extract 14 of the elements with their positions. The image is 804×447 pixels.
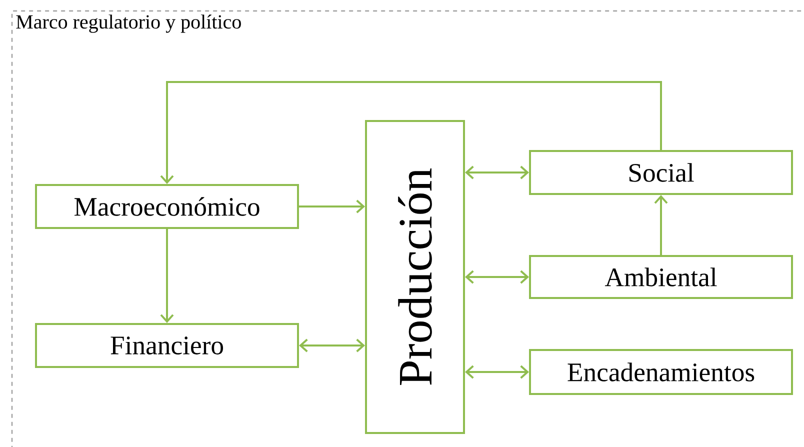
arrow	[465, 270, 529, 284]
arrow	[465, 365, 529, 379]
arrow	[465, 166, 529, 180]
arrow	[654, 194, 668, 255]
arrow	[160, 228, 174, 324]
arrow	[299, 200, 365, 214]
arrow	[160, 81, 662, 184]
text-box: Ambiental	[529, 255, 793, 299]
text-box: Social	[529, 150, 793, 195]
arrow	[299, 338, 365, 352]
text-box: Financiero	[35, 323, 299, 368]
process-box: Producción	[365, 120, 465, 434]
text-box: Macroeconómico	[35, 184, 299, 229]
text-box: Encadenamientos	[529, 349, 793, 395]
